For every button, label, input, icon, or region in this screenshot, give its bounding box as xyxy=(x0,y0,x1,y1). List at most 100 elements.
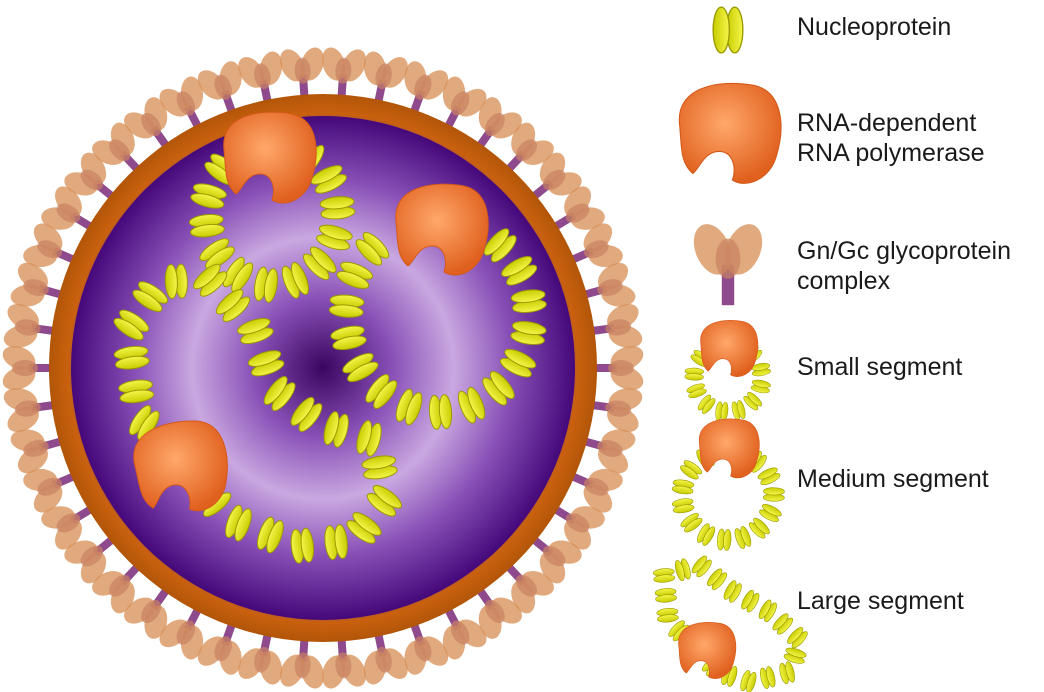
nucleoprotein-bead xyxy=(750,363,771,377)
nucleoprotein-bead xyxy=(759,504,782,522)
nucleoprotein-bead xyxy=(510,289,547,313)
nucleoprotein-bead xyxy=(113,309,150,341)
glycoprotein-spike xyxy=(693,224,763,306)
large-segment xyxy=(113,263,402,564)
nucleoprotein-bead xyxy=(336,261,374,289)
glycoprotein-spike xyxy=(2,345,55,391)
glycoprotein-spike xyxy=(238,51,283,107)
glycoprotein-spike xyxy=(567,468,623,513)
nucleoprotein-bead xyxy=(748,517,770,539)
polymerase xyxy=(395,183,489,276)
nucleoprotein-bead xyxy=(113,345,150,370)
nucleoprotein-bead xyxy=(674,558,691,582)
polymerase xyxy=(223,111,317,204)
glycoprotein-spike xyxy=(3,388,59,433)
nucleoprotein-bead xyxy=(346,512,382,544)
nucleoprotein-bead xyxy=(731,400,746,421)
nucleoprotein-bead xyxy=(428,394,453,430)
nucleoprotein-bead xyxy=(366,485,402,517)
nucleoprotein-bead xyxy=(750,379,771,394)
nucleoprotein-bead xyxy=(671,498,695,514)
nucleoprotein-bead xyxy=(256,516,284,554)
nucleoprotein-bead xyxy=(281,262,309,299)
glycoprotein-spike xyxy=(279,47,324,101)
legend-label-line: Small segment xyxy=(797,353,963,381)
nucleoprotein-bead xyxy=(193,263,228,297)
nucleoprotein-bead xyxy=(237,317,274,345)
nucleoprotein-bead xyxy=(654,588,677,603)
legend-label-line: Nucleoprotein xyxy=(797,13,952,41)
nucleoprotein-bead xyxy=(324,524,348,561)
nucleoprotein-bead xyxy=(715,401,729,422)
nucleoprotein-bead xyxy=(787,627,808,649)
nucleoprotein-bead xyxy=(510,321,547,346)
polymerase xyxy=(678,622,737,679)
nucleoprotein-bead xyxy=(697,394,716,414)
glycoprotein-spike xyxy=(322,47,367,101)
nucleoprotein-bead xyxy=(290,396,323,432)
nucleoprotein-bead xyxy=(319,196,356,220)
nucleoprotein-bead xyxy=(457,386,486,424)
legend-label-line: Medium segment xyxy=(797,465,989,493)
nucleoprotein-bead xyxy=(190,183,227,209)
nucleoprotein-bead xyxy=(254,266,278,303)
glycoprotein-spike xyxy=(474,584,522,639)
nucleoprotein-bead xyxy=(686,383,707,399)
nucleoprotein-bead xyxy=(652,568,676,583)
nucleoprotein-bead xyxy=(707,568,728,590)
polymerase-icon xyxy=(678,82,782,184)
glycoprotein-spike xyxy=(322,635,367,689)
nucleoprotein-bead xyxy=(342,352,379,383)
medium-segment xyxy=(328,183,547,430)
legend-label-line: Large segment xyxy=(797,587,964,615)
glycoprotein-spike xyxy=(197,619,242,675)
legend-label-line: RNA-dependent xyxy=(797,109,977,137)
nucleoprotein-bead xyxy=(743,391,763,411)
legend xyxy=(652,6,808,692)
small-segment xyxy=(188,111,356,303)
glycoprotein-spike xyxy=(238,629,283,685)
glycoprotein-spike xyxy=(587,303,643,348)
nucleoprotein-bead xyxy=(215,289,251,322)
glycoprotein-spike xyxy=(404,619,449,675)
glycoprotein-spike xyxy=(10,262,67,307)
nucleoprotein-bead xyxy=(717,528,732,551)
nucleoprotein-bead xyxy=(779,661,795,685)
nucleoprotein-bead xyxy=(310,165,347,194)
legend-label-small-segment: Small segment xyxy=(797,352,962,382)
nucleoprotein-bead xyxy=(680,460,703,480)
nucleoprotein-bead xyxy=(723,580,742,603)
nucleoprotein-bead xyxy=(247,350,285,377)
glycoprotein-spike xyxy=(363,51,408,107)
rnp-segments xyxy=(113,111,547,564)
nucleoprotein-bead xyxy=(501,256,538,286)
nucleoprotein-bead xyxy=(316,224,353,251)
nucleoprotein-bead xyxy=(290,527,315,564)
nucleoprotein-bead xyxy=(361,455,398,480)
nucleoprotein-bead xyxy=(499,348,537,378)
legend-label-medium-segment: Medium segment xyxy=(797,464,989,494)
nucleoprotein-bead xyxy=(263,376,296,412)
nucleoprotein-bead xyxy=(365,373,398,409)
glycoprotein-spike xyxy=(528,152,582,202)
nucleoprotein-bead xyxy=(328,294,365,318)
glycoprotein-spike xyxy=(279,635,324,689)
legend-label-line: RNA polymerase xyxy=(797,139,985,167)
nucleoprotein-bead xyxy=(783,647,807,664)
nucleoprotein-bead xyxy=(680,512,703,533)
virion xyxy=(2,47,644,689)
polymerase xyxy=(699,418,760,479)
glycoprotein-spike xyxy=(442,76,487,132)
polymerase xyxy=(133,420,228,512)
legend-label-line: Gn/Gc glycoprotein xyxy=(797,237,1011,265)
large-segment-icon xyxy=(652,555,808,692)
legend-label-nucleoprotein: Nucleoprotein xyxy=(797,12,951,42)
nucleoprotein-bead xyxy=(199,238,235,270)
nucleoprotein-bead xyxy=(656,608,679,623)
glycoprotein-spike xyxy=(549,503,605,550)
glycoprotein-spike xyxy=(591,345,644,391)
glycoprotein-spike xyxy=(549,186,605,233)
